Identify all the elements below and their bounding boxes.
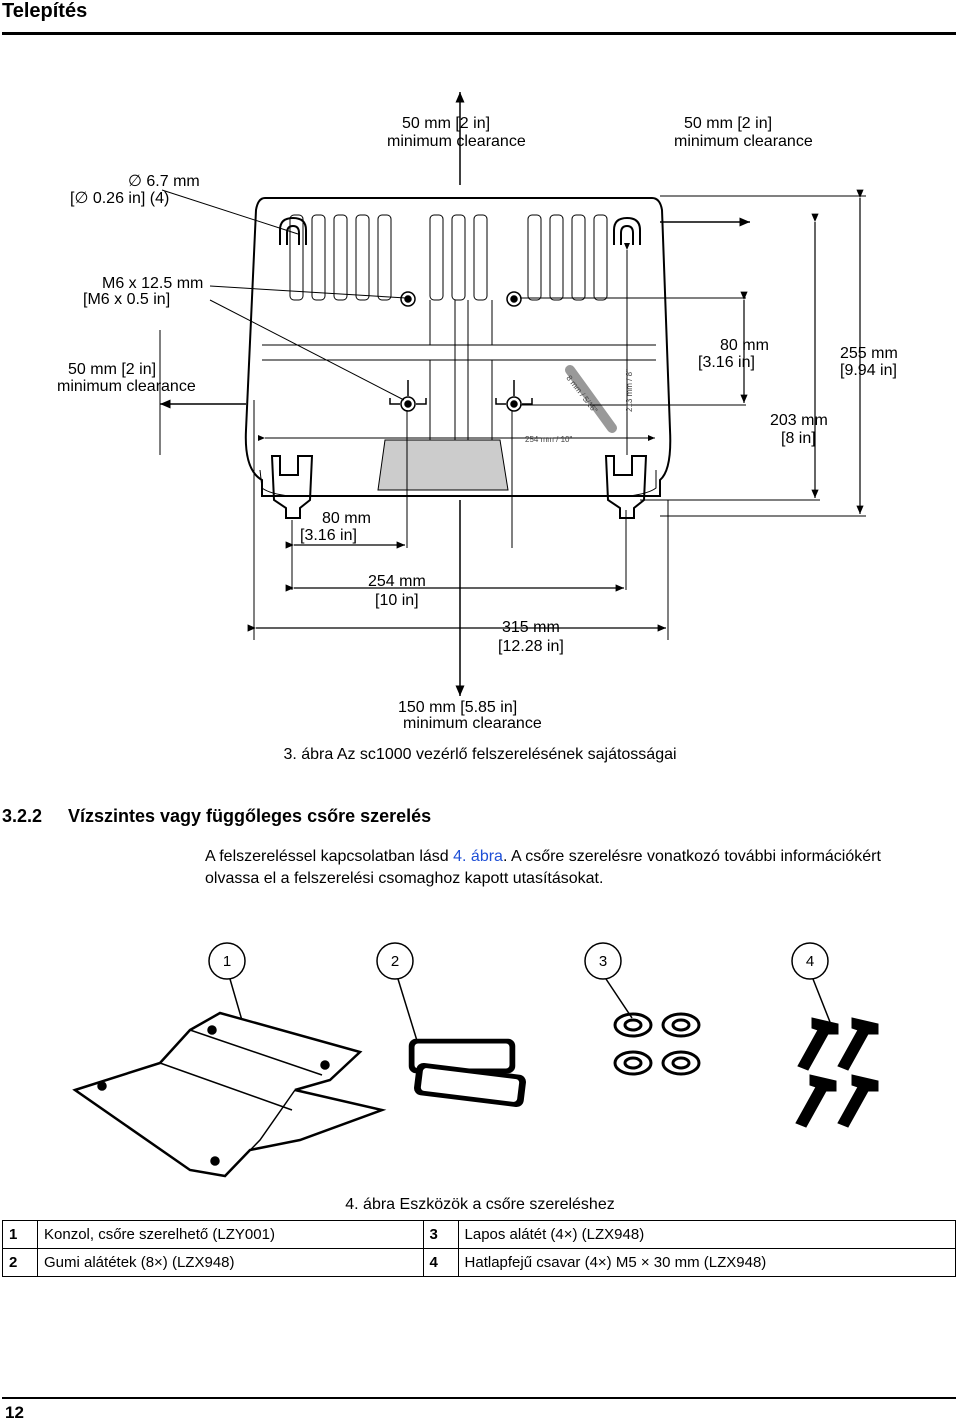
figure3-dimension-drawing: 50 mm [2 in] minimum clearance 50 mm [2 … xyxy=(57,92,898,732)
label-bottom80-1: 80 mm xyxy=(322,510,371,527)
label-right80-1: 80 mm xyxy=(720,337,769,354)
label-bottom-clearance-2: minimum clearance xyxy=(403,715,542,732)
label-w315-2: [12.28 in] xyxy=(498,638,564,655)
label-h203-2: [8 in] xyxy=(781,430,816,447)
mounting-holes xyxy=(389,291,533,412)
part-description: Konzol, csőre szerelhető (LZY001) xyxy=(37,1220,424,1249)
figure4-caption: 4. ábra Eszközök a csőre szereléshez xyxy=(345,1196,615,1213)
pipe-bracket xyxy=(72,1011,387,1178)
section-title: Vízszintes vagy függőleges csőre szerelé… xyxy=(68,806,432,826)
part-number: 1 xyxy=(2,1220,38,1249)
label-w315-1: 315 mm xyxy=(502,619,560,636)
part-description: Hatlapfejű csavar (4×) M5 × 30 mm (LZX94… xyxy=(457,1248,957,1277)
label-topright-clearance-2: minimum clearance xyxy=(674,133,813,150)
callout-1: 1 xyxy=(223,953,231,970)
callout-4: 4 xyxy=(806,953,814,970)
hex-bolts xyxy=(795,1017,879,1128)
label-hole-1: ∅ 6.7 mm xyxy=(128,173,200,190)
figure4-parts-drawing: 1 2 3 4 xyxy=(72,942,879,1178)
figure4-link[interactable]: 4. ábra xyxy=(453,848,503,865)
callout-circle-1 xyxy=(208,942,246,980)
label-screw-1: M6 x 12.5 mm xyxy=(102,275,203,292)
inner-label-254: 254 mm / 10" xyxy=(525,435,572,444)
label-bottom-clearance-1: 150 mm [5.85 in] xyxy=(398,699,517,716)
callout-2: 2 xyxy=(391,953,399,970)
housing-outline xyxy=(244,197,672,497)
rubber-pads xyxy=(408,1038,526,1108)
flat-washers xyxy=(613,1012,701,1076)
callout-circle-4 xyxy=(791,942,829,980)
para-text-after-link: . A csőre szerelésre vonatkozó további i… xyxy=(205,848,881,887)
para-text-before-link: A felszereléssel kapcsolatban lásd xyxy=(205,848,454,865)
part-description: Lapos alátét (4×) (LZX948) xyxy=(457,1220,957,1249)
label-screw-2: [M6 x 0.5 in] xyxy=(83,291,170,308)
label-h255-1: 255 mm xyxy=(840,345,898,362)
callout-circle-3 xyxy=(584,942,622,980)
top-mount-hooks xyxy=(279,216,641,245)
part-number: 2 xyxy=(2,1248,38,1277)
label-bottom80-2: [3.16 in] xyxy=(300,527,357,544)
page-header-title: Telepítés xyxy=(2,0,88,22)
inner-label-213: 213 mm / 8" xyxy=(625,369,634,412)
parts-table: 1 Konzol, csőre szerelhető (LZY001) 3 La… xyxy=(2,1220,957,1277)
footer-rule xyxy=(2,1397,956,1399)
label-w254-1: 254 mm xyxy=(368,573,426,590)
label-right80-2: [3.16 in] xyxy=(698,354,755,371)
housing-foot-recess xyxy=(377,439,509,491)
label-left-clearance-2: minimum clearance xyxy=(57,378,196,395)
callout-3: 3 xyxy=(599,953,607,970)
table-row: 2 Gumi alátétek (8×) (LZX948) 4 Hatlapfe… xyxy=(2,1248,957,1277)
callout-circle-2 xyxy=(376,942,414,980)
label-top-clearance-2: minimum clearance xyxy=(387,133,526,150)
figure3-caption: 3. ábra Az sc1000 vezérlő felszereléséne… xyxy=(283,746,677,763)
label-h203-1: 203 mm xyxy=(770,412,828,429)
label-topright-clearance-1: 50 mm [2 in] xyxy=(684,115,772,132)
label-w254-2: [10 in] xyxy=(375,592,419,609)
label-top-clearance-1: 50 mm [2 in] xyxy=(402,115,490,132)
label-left-clearance-1: 50 mm [2 in] xyxy=(68,361,156,378)
housing-fins xyxy=(289,214,608,301)
section-number: 3.2.2 xyxy=(2,806,43,826)
section-heading: 3.2.2 Vízszintes vagy függőleges csőre sz… xyxy=(2,806,431,827)
label-hole-2: [∅ 0.26 in] (4) xyxy=(70,190,169,207)
part-number: 3 xyxy=(422,1220,459,1249)
table-row: 1 Konzol, csőre szerelhető (LZY001) 3 La… xyxy=(2,1220,957,1249)
page-number: 12 xyxy=(5,1403,24,1422)
label-h255-2: [9.94 in] xyxy=(840,362,897,379)
header-rule xyxy=(2,32,956,35)
part-number: 4 xyxy=(422,1248,459,1277)
part-description: Gumi alátétek (8×) (LZX948) xyxy=(37,1248,424,1277)
section-paragraph: A felszereléssel kapcsolatban lásd 4. áb… xyxy=(205,846,925,890)
